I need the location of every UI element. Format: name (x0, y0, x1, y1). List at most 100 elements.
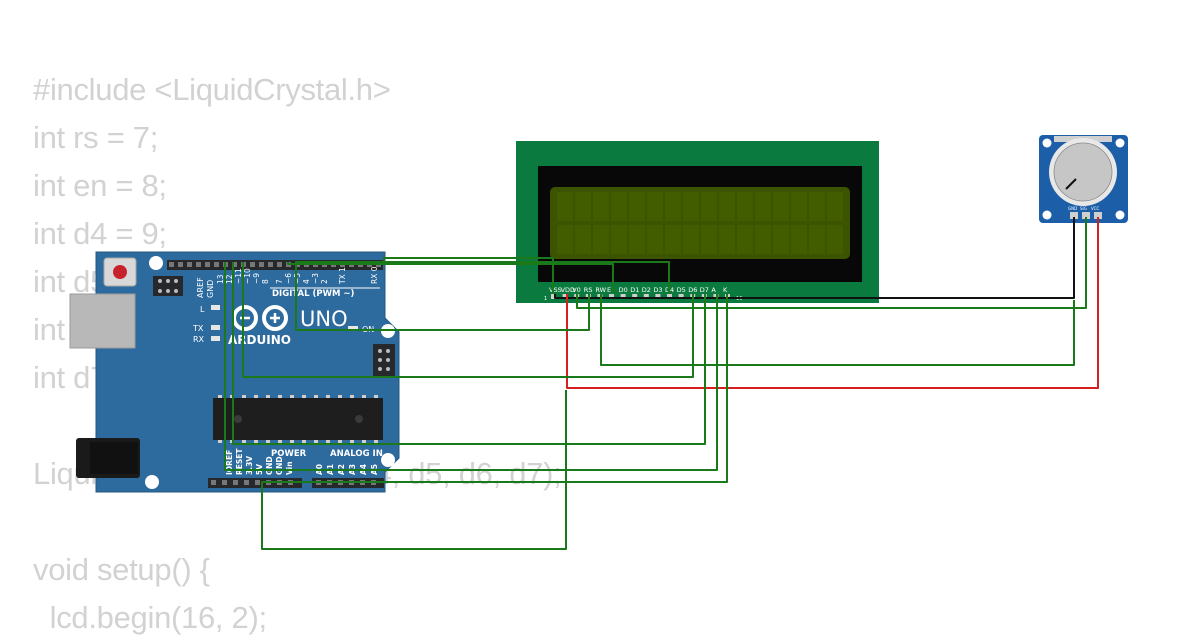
wire-vcc-red[interactable] (566, 217, 1099, 389)
wire-en-d8[interactable] (287, 262, 614, 294)
pot-pin-vcc-label: VCC (1091, 206, 1100, 211)
lcd-pin[interactable] (713, 294, 719, 299)
code-line: void setup() { (33, 552, 210, 587)
lcd-pin[interactable] (678, 294, 684, 299)
aref-label: AREF (196, 277, 205, 298)
lcd-pin-label: D7 (700, 286, 709, 294)
led-rx-label: RX (193, 335, 205, 344)
pot-knob[interactable] (1053, 142, 1113, 202)
power-pin-label: IOREF (225, 450, 234, 475)
reset-button-cap[interactable] (113, 265, 127, 279)
lcd-pin[interactable] (620, 294, 626, 299)
lcd-pin[interactable] (632, 294, 638, 299)
lcd-pin-label: VDD (561, 286, 575, 294)
power-pin-label: RESET (235, 448, 244, 475)
power-pin-label: GND (265, 456, 274, 475)
potentiometer-module[interactable]: GND SIG VCC (1039, 135, 1128, 223)
digital-pin-label: 12 (225, 274, 234, 284)
mounting-hole (149, 256, 163, 270)
header-pin[interactable] (211, 480, 216, 485)
digital-pin-label: ~5 (293, 273, 302, 284)
header-pin[interactable] (255, 480, 260, 485)
lcd-pin[interactable] (562, 294, 568, 299)
header-pin[interactable] (222, 480, 227, 485)
brand-label: ARDUINO (228, 333, 291, 347)
digital-pin-label: 2 (320, 279, 329, 284)
lcd-pin-label: A (711, 286, 716, 294)
wire-rs-d7[interactable] (295, 257, 590, 331)
led-tx (211, 325, 220, 330)
wire-v0-pot-sig[interactable] (576, 217, 1087, 309)
wire-pot-gnd-rw[interactable] (600, 294, 1075, 366)
digital-pin-label: TX 1 (338, 267, 347, 285)
power-header-label: POWER (271, 449, 307, 459)
wire-d4-d9[interactable] (384, 261, 670, 294)
header-pin[interactable] (169, 262, 174, 267)
lcd-pin-label: RS (584, 286, 593, 294)
digital-pin-label: ~10 (243, 268, 252, 284)
lcd-pin[interactable] (655, 294, 661, 299)
lcd-pin1-label: 1 (544, 296, 547, 302)
lcd-pin[interactable] (597, 294, 603, 299)
header-pin[interactable] (196, 262, 201, 267)
header-pin[interactable] (268, 262, 273, 267)
digital-pin-label: 8 (261, 279, 270, 284)
wire-d7-d12[interactable] (224, 262, 718, 471)
digital-pin-label: ~9 (252, 273, 261, 284)
lcd-pin[interactable] (551, 294, 556, 299)
power-pin-label: Vin (285, 461, 294, 475)
code-line: int d4 = 9; (33, 216, 167, 251)
lcd-pin[interactable] (643, 294, 649, 299)
digital-header-label: DIGITAL (PWM ~) (272, 289, 354, 299)
lcd-pin-label: D5 (677, 286, 686, 294)
header-pin[interactable] (259, 262, 264, 267)
mounting-hole (1042, 210, 1052, 220)
wire-d5-d10[interactable] (242, 262, 694, 378)
code-line: int rs = 7; (33, 120, 159, 155)
lcd-pin-label: VSS (549, 286, 562, 294)
pot-pin-gnd-label: GND (1068, 206, 1077, 211)
code-line: lcd.begin(16, 2); (33, 600, 268, 635)
atmega-chip (213, 395, 383, 443)
wire-backlight-a[interactable] (261, 294, 728, 550)
lcd-pin-strip (546, 283, 734, 301)
header-pin[interactable] (244, 480, 249, 485)
digital-pin-label: 7 (275, 279, 284, 284)
lcd-pin-label: D3 (653, 286, 662, 294)
header-pin[interactable] (233, 480, 238, 485)
wire-gnd-black[interactable] (554, 217, 1075, 299)
mounting-hole (1115, 138, 1125, 148)
gnd-label: GND (206, 280, 215, 298)
power-pin-label: 3.3V (245, 456, 254, 475)
mounting-hole (381, 453, 395, 467)
pot-pin-vcc[interactable] (1094, 212, 1102, 219)
pot-pin-sig[interactable] (1082, 212, 1090, 219)
lcd-pin-label: K (723, 286, 728, 294)
header-pin[interactable] (205, 262, 210, 267)
header-pin[interactable] (178, 262, 183, 267)
digital-pin-label: ~6 (284, 273, 293, 284)
led-on (348, 326, 358, 331)
lcd-pin[interactable] (667, 294, 672, 299)
lcd-pin-label: D6 (688, 286, 697, 294)
lcd-pin-label: RW (595, 286, 606, 294)
header-pin[interactable] (277, 262, 282, 267)
header-pin[interactable] (232, 262, 237, 267)
led-l (211, 305, 220, 310)
header-pin[interactable] (214, 262, 219, 267)
wires (224, 217, 1099, 550)
pot-pin-gnd[interactable] (1070, 212, 1078, 219)
wire-d6-d11[interactable] (232, 262, 706, 445)
usb-port (69, 293, 136, 349)
lcd-pin[interactable] (609, 294, 614, 299)
lcd-pin-label: E (607, 286, 611, 294)
code-line: int en = 8; (33, 168, 167, 203)
pot-knob-indicator (1065, 178, 1077, 190)
icsp-header-small (153, 276, 183, 296)
header-pin[interactable] (250, 262, 255, 267)
pot-pin-sig-label: SIG (1080, 206, 1087, 211)
digital-pin-label: 4 (302, 279, 311, 284)
header-pin[interactable] (187, 262, 192, 267)
